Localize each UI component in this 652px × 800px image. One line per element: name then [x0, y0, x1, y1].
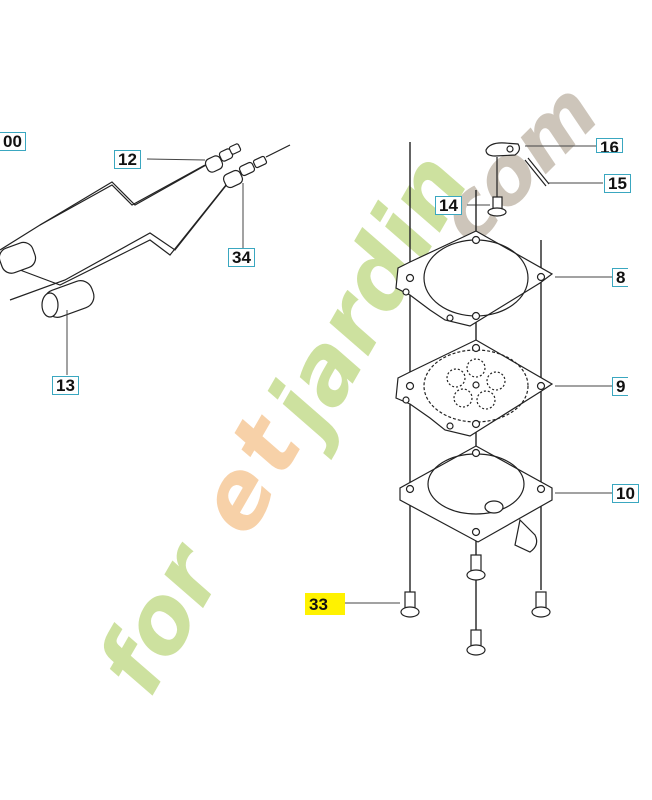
label-corner-fragment: 00: [0, 132, 26, 151]
callout-33[interactable]: 33: [305, 593, 345, 615]
gasket-8: [395, 230, 554, 327]
lever-16: [485, 142, 521, 157]
callout-9[interactable]: 9: [612, 377, 629, 396]
leader-lines: [66, 145, 613, 604]
callout-34[interactable]: 34: [228, 248, 255, 267]
connector-34: [222, 144, 291, 189]
pump-cover-10: [399, 445, 553, 553]
callout-15[interactable]: 15: [604, 174, 631, 193]
pin-15: [524, 157, 550, 187]
diaphragm-9: [395, 339, 554, 437]
callout-14[interactable]: 14: [435, 196, 462, 215]
callout-13[interactable]: 13: [52, 376, 79, 395]
screw-14: [487, 157, 507, 217]
callout-8[interactable]: 8: [612, 268, 629, 287]
wire-harness: [0, 159, 233, 301]
svg-text:for: for: [76, 524, 246, 711]
callout-12[interactable]: 12: [114, 150, 141, 169]
screws-33: [400, 554, 551, 656]
connector-12: [204, 143, 242, 173]
callout-16[interactable]: 16: [596, 138, 623, 153]
plug-connector-13: [0, 241, 95, 318]
callout-10[interactable]: 10: [612, 484, 639, 503]
